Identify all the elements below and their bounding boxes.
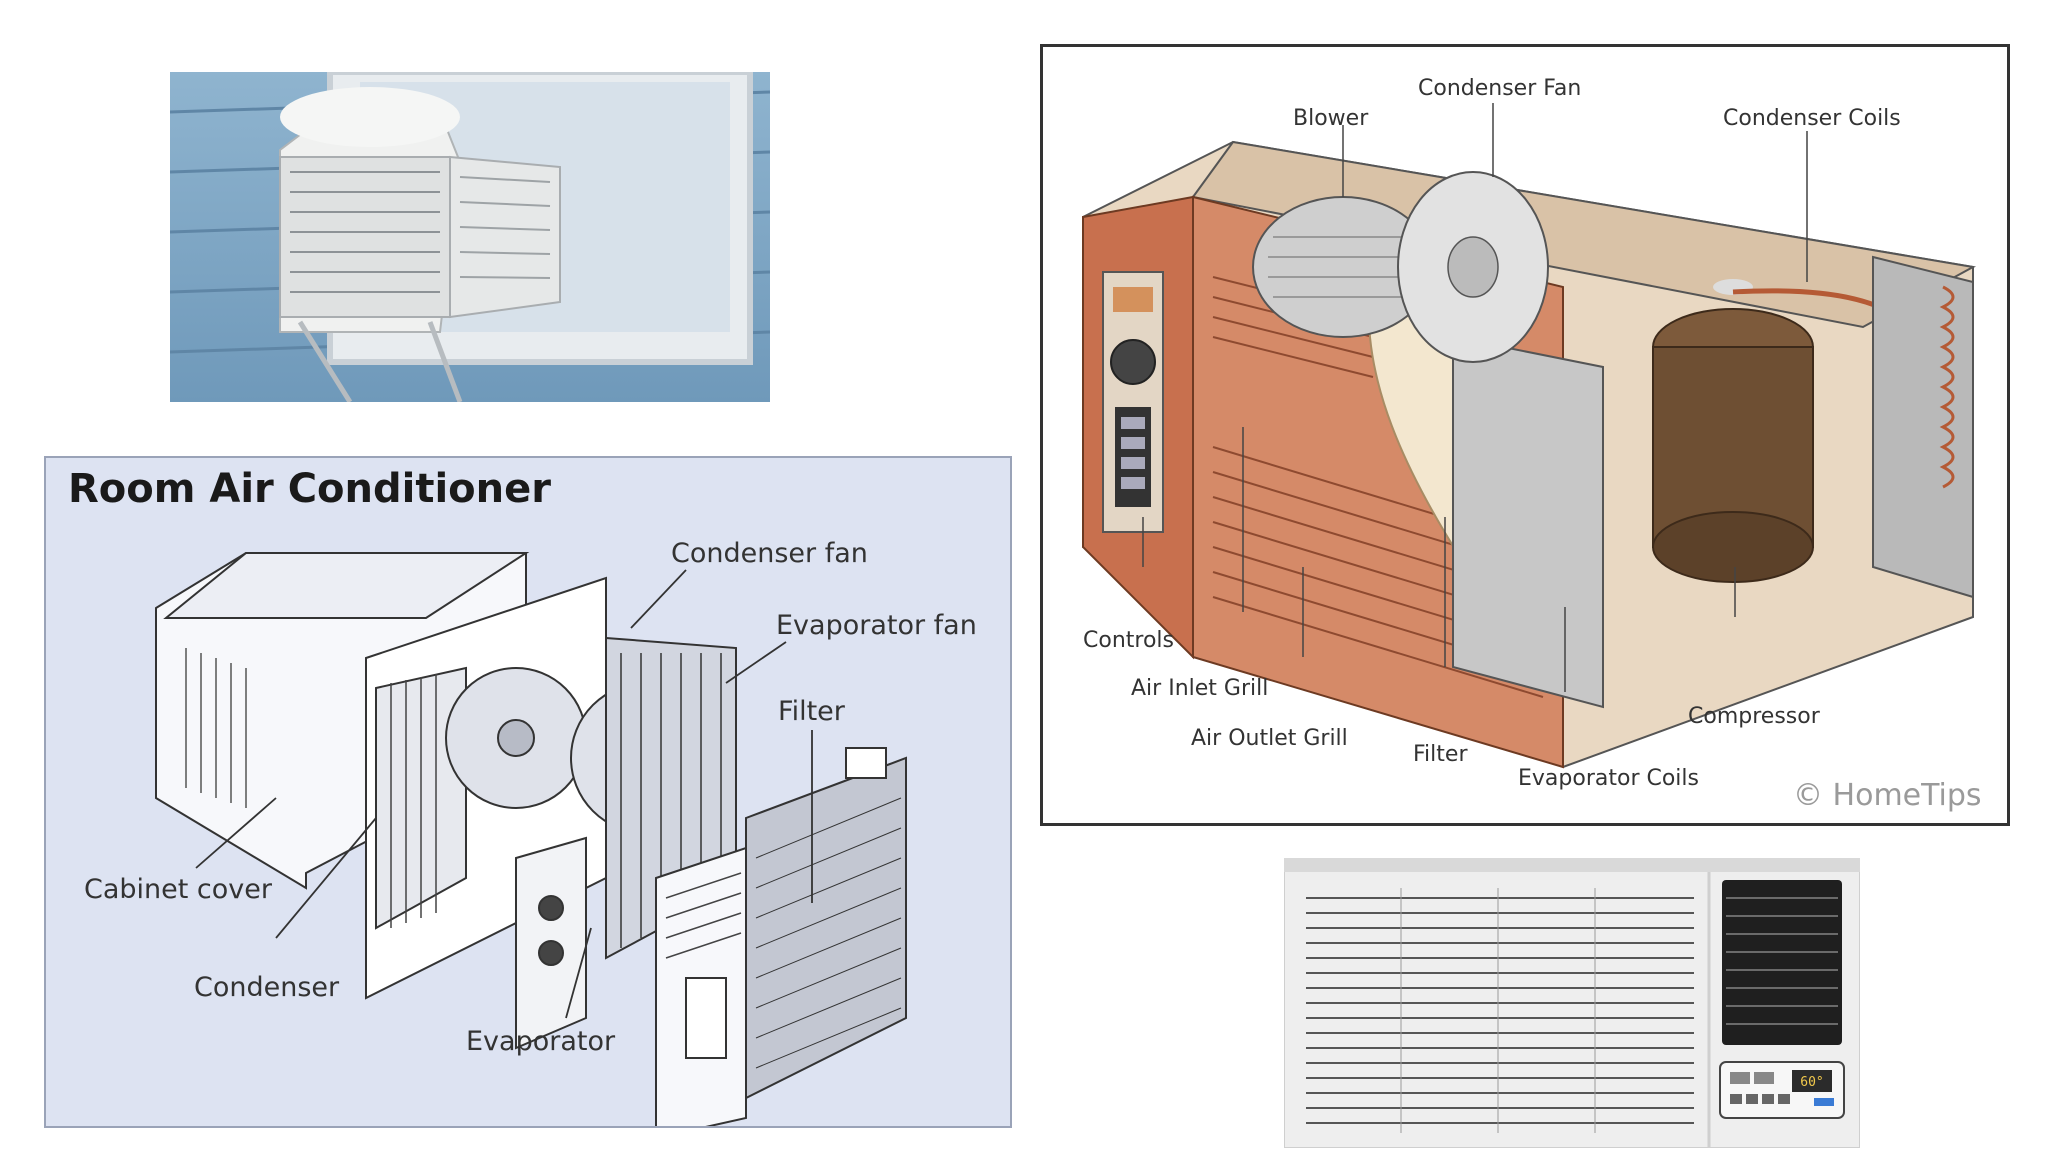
vent-grille — [1722, 880, 1842, 1045]
cutaway-ac-diagram: Blower Condenser Fan Condenser Coils Con… — [1040, 44, 2010, 826]
label-condenser: Condenser — [194, 972, 340, 1003]
label-evaporator-coils: Evaporator Coils — [1518, 766, 1699, 791]
label-evaporator: Evaporator — [466, 1026, 616, 1057]
label-filter-cutaway: Filter — [1413, 742, 1468, 767]
label-filter: Filter — [778, 696, 846, 727]
room-ac-exploded-diagram: Room Air Conditioner — [44, 456, 1012, 1128]
label-blower: Blower — [1293, 106, 1369, 131]
label-condenser-coils: Condenser Coils — [1723, 106, 1901, 131]
window-ac-photo — [170, 72, 770, 402]
label-compressor: Compressor — [1688, 704, 1821, 729]
window-ac-product-image: 60° — [1284, 858, 1860, 1148]
label-cabinet-cover: Cabinet cover — [84, 874, 273, 905]
label-condenser-fan-cutaway: Condenser Fan — [1418, 76, 1581, 101]
label-condenser-fan: Condenser fan — [671, 538, 868, 569]
label-air-inlet-grill: Air Inlet Grill — [1131, 676, 1268, 701]
temp-display — [1792, 1070, 1832, 1092]
hometips-watermark: © HomeTips — [1793, 778, 1982, 813]
label-evaporator-fan: Evaporator fan — [776, 610, 977, 641]
label-air-outlet-grill: Air Outlet Grill — [1191, 726, 1348, 751]
label-controls: Controls — [1083, 628, 1174, 653]
temp-display-text: 60° — [1800, 1075, 1823, 1090]
diagram-title: Room Air Conditioner — [68, 466, 551, 512]
